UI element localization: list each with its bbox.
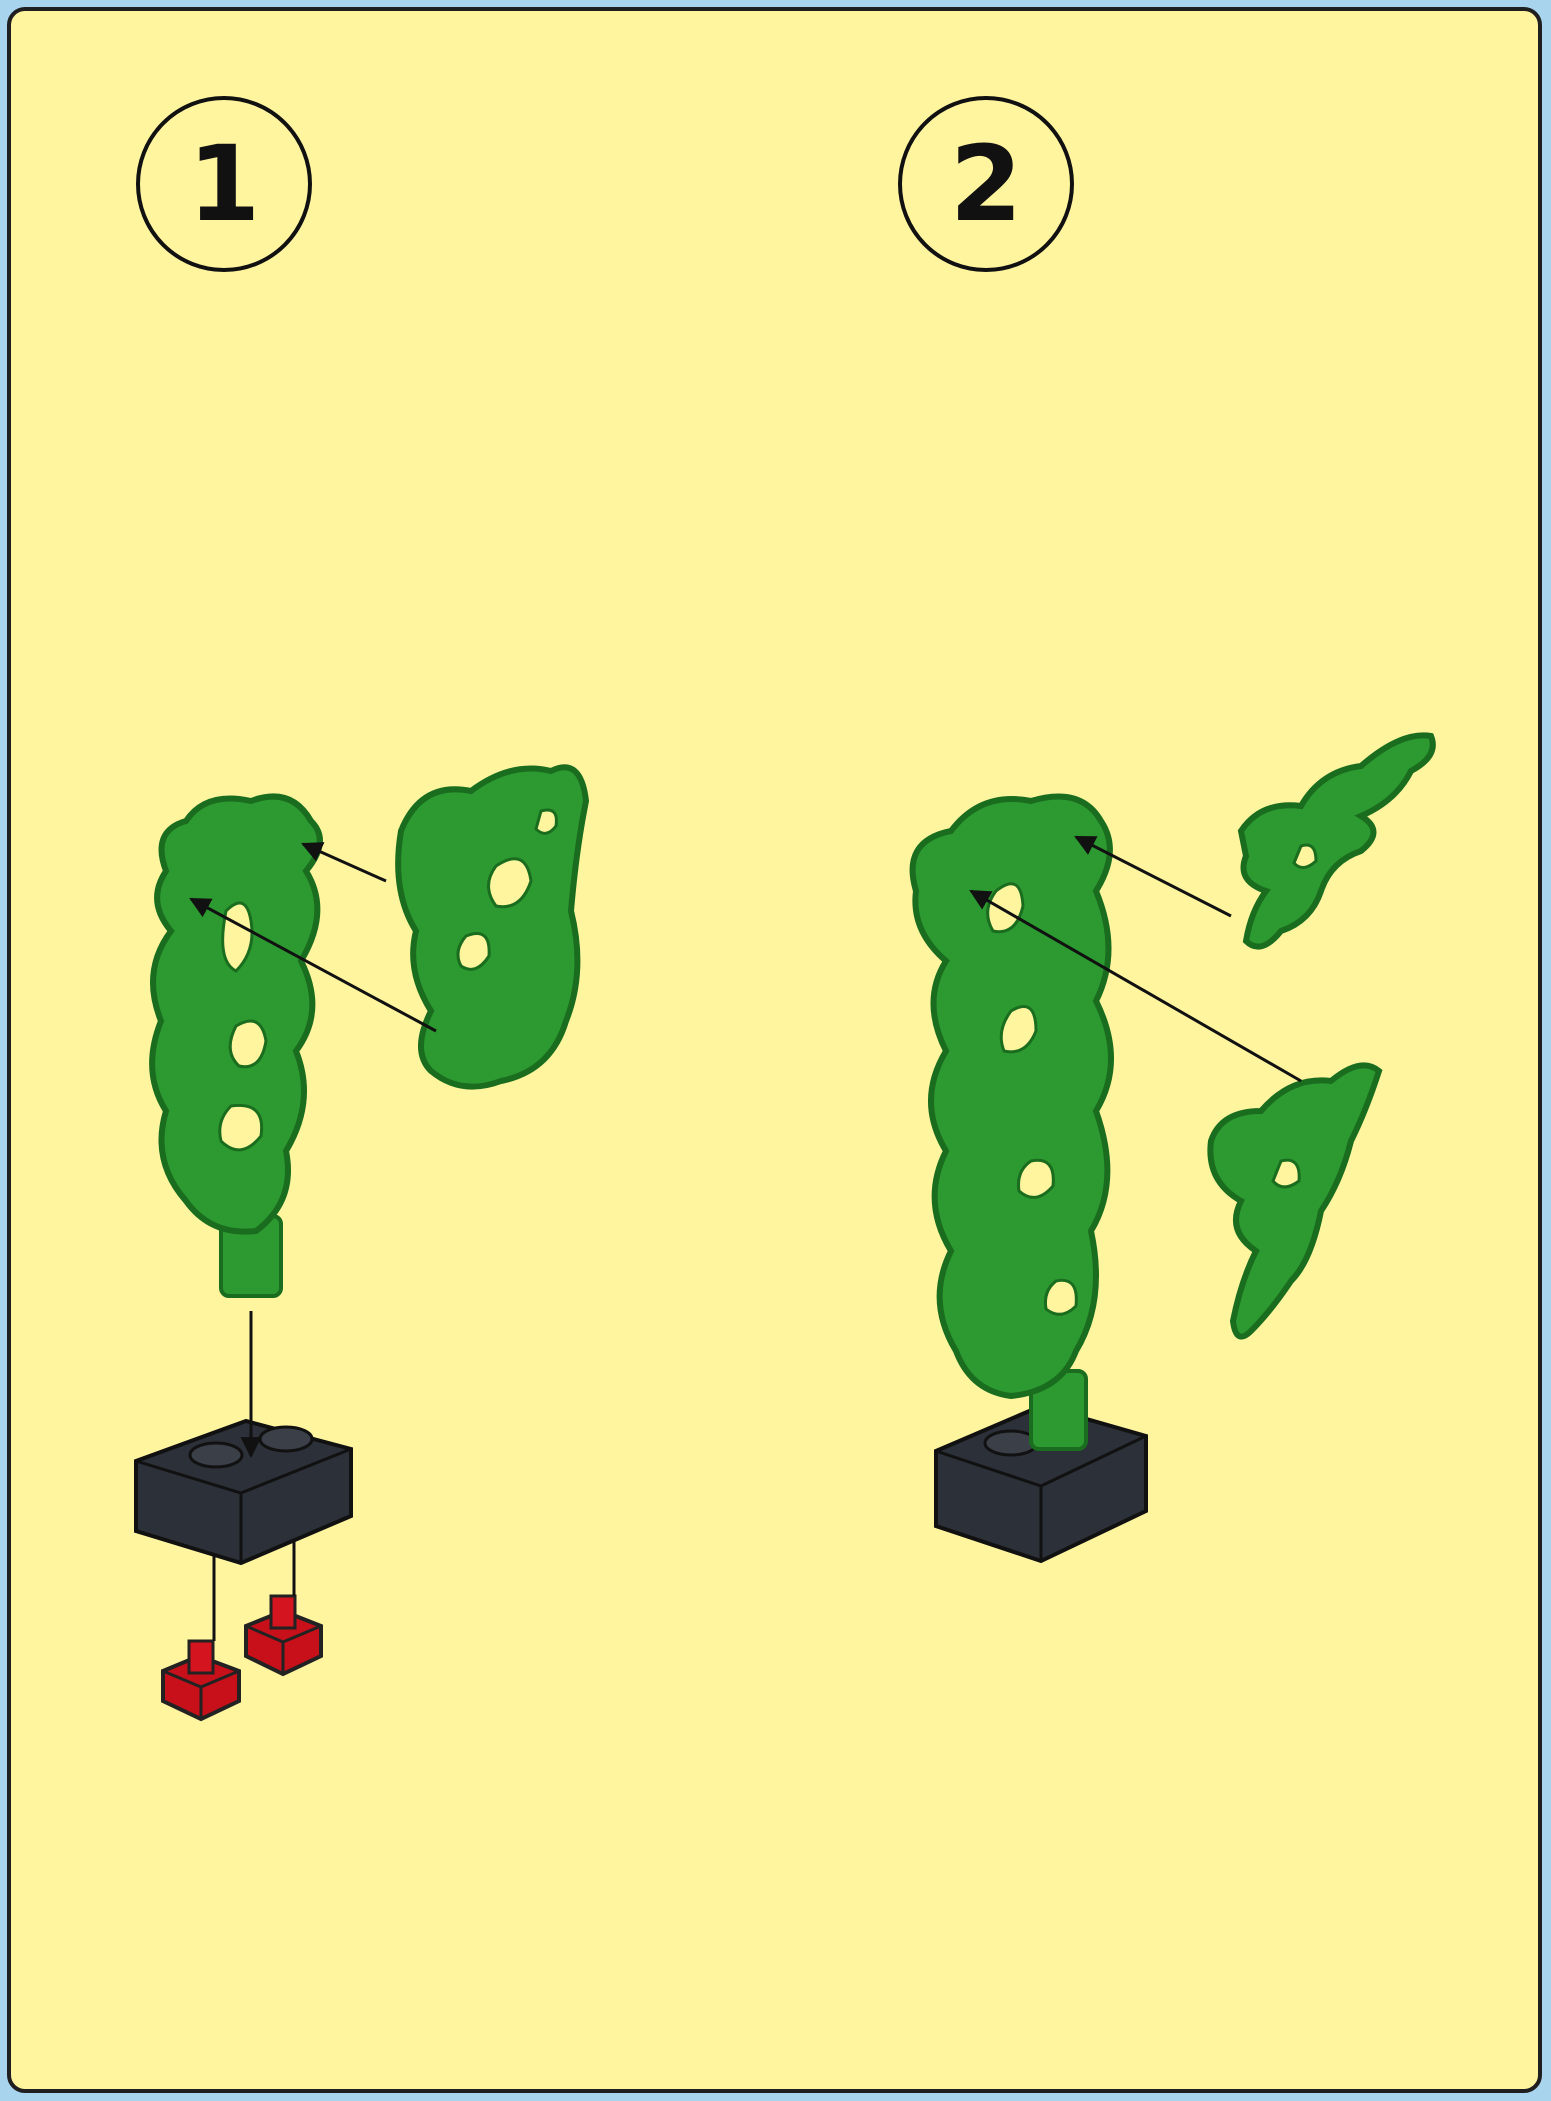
instruction-panel: 1 2 [7,7,1542,2093]
assembly-illustration [134,732,1436,1722]
dark-brick-step-1 [134,1418,353,1566]
red-pin-left [161,1639,241,1722]
arrow-icon [301,842,387,883]
step-2-number: 2 [949,123,1023,245]
arrow-icon [969,889,1302,1083]
step-1-scene [134,764,590,1722]
step-2-badge: 2 [898,96,1074,272]
arrow-icon [1074,835,1232,918]
arrow-icon [189,897,437,1033]
step-1-badge: 1 [136,96,312,272]
foliage-branch-upper-step-2 [1237,732,1436,950]
foliage-main-step-1 [149,793,323,1235]
foliage-side-step-1 [395,764,590,1090]
foliage-branch-lower-step-2 [1207,1062,1383,1340]
step-1-number: 1 [187,123,261,245]
foliage-main-step-2 [909,793,1114,1400]
red-pin-right [244,1594,323,1677]
step-2-scene [909,732,1436,1564]
